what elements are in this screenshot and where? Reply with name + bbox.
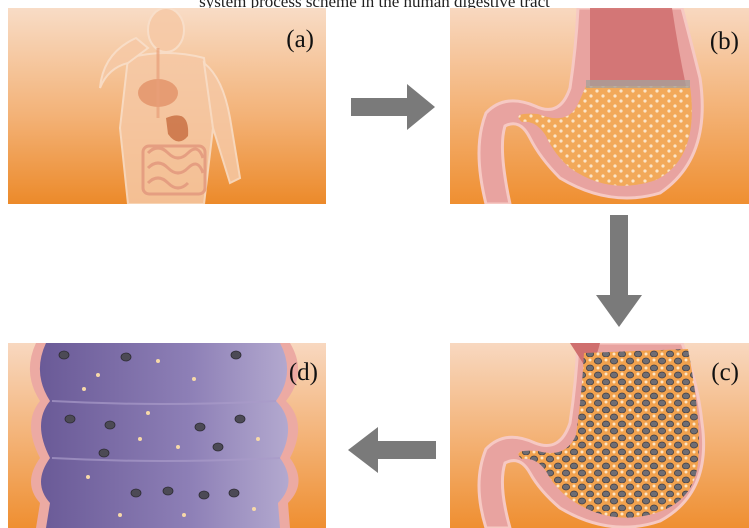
panel-a: (a) [8,8,326,204]
arrow-down-icon [594,215,644,327]
stomach-beads-illustration [450,343,749,528]
intestine-beads-illustration [8,343,326,528]
stomach-particles-illustration [450,8,749,204]
panel-c: (c) [450,343,749,528]
arrow-right-icon [351,82,435,132]
human-body-illustration [8,8,326,204]
panel-label-c: (c) [711,359,739,387]
panel-label-a: (a) [286,26,314,54]
panel-label-d: (d) [289,359,318,387]
panel-label-b: (b) [710,28,739,56]
arrow-left-icon [348,425,436,475]
panel-b: (b) [450,8,749,204]
panel-d: (d) [8,343,326,528]
